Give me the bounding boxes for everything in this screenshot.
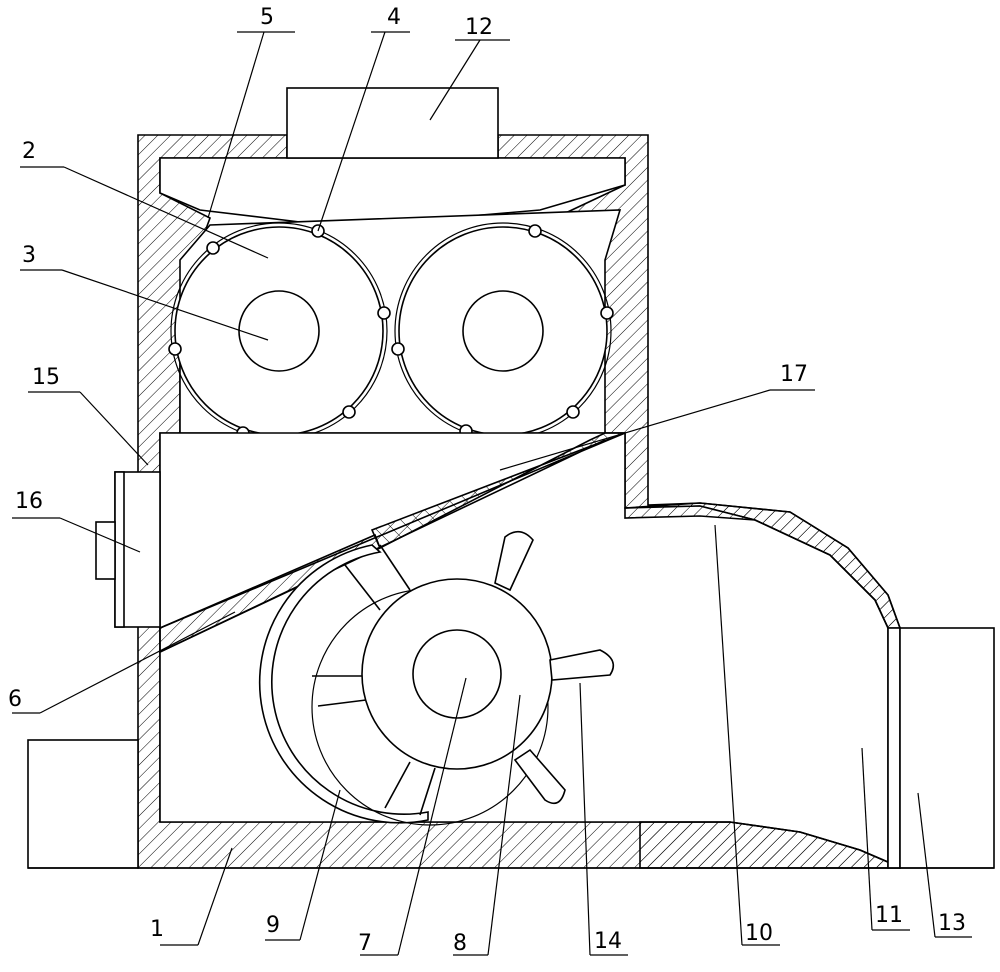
part-labels: 5 4 12 2 3 15 16 6 17 1 9 7 8 14 10 11 1… [8,5,966,956]
base-block [27,739,139,869]
label-4: 4 [387,5,401,30]
label-2: 2 [22,139,36,164]
side-motor-flange [114,471,125,628]
label-10: 10 [745,921,773,946]
label-17: 17 [780,362,808,387]
impeller-shaft [412,629,502,719]
label-9: 9 [266,913,280,938]
label-3: 3 [22,243,36,268]
label-13: 13 [938,911,966,936]
top-motor-block [286,87,499,159]
label-12: 12 [465,15,493,40]
label-7: 7 [358,931,372,956]
leader-lines [12,31,972,956]
left-roller-shaft [238,290,320,372]
right-roller-shaft [462,290,544,372]
screen-outline [159,432,626,653]
label-15: 15 [32,365,60,390]
collection-box [899,627,995,869]
impeller [258,530,615,826]
label-1: 1 [150,917,164,942]
screen-mesh [370,432,626,550]
label-14: 14 [594,929,622,954]
label-5: 5 [260,5,274,30]
label-6: 6 [8,687,22,712]
label-16: 16 [15,489,43,514]
outlet-channel [887,627,901,869]
side-motor-shaft [95,521,116,580]
label-8: 8 [453,931,467,956]
label-11: 11 [875,903,903,928]
